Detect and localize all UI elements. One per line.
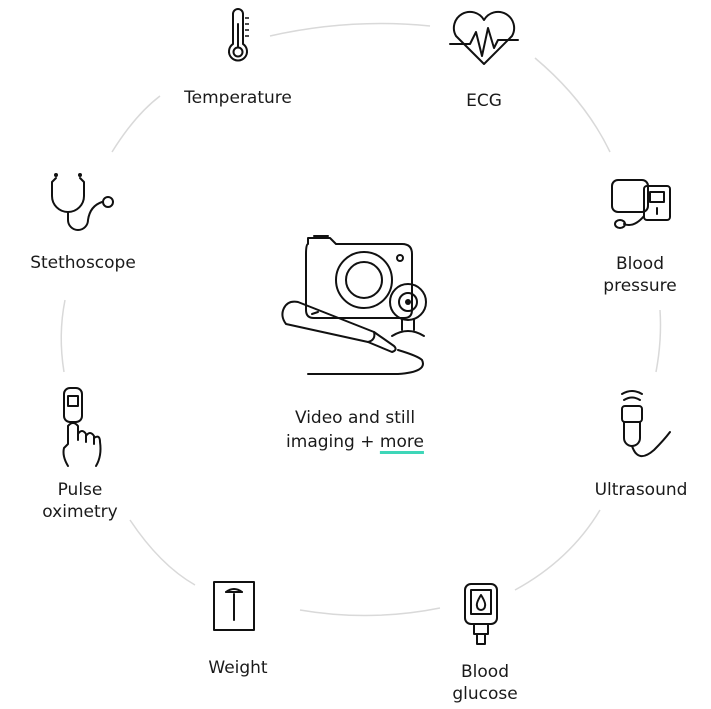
center-caption: Video and still imaging + more xyxy=(240,406,470,454)
item-label-stethoscope: Stethoscope xyxy=(30,253,136,273)
camera-otoscope-icon xyxy=(281,235,427,375)
item-label-ultrasound: Ultrasound xyxy=(594,480,688,500)
item-label-temperature: Temperature xyxy=(184,88,292,108)
center-caption-line1: Video and still xyxy=(294,408,416,428)
center-caption-prefix: imaging + xyxy=(286,432,380,452)
stethoscope-icon xyxy=(51,173,114,231)
center-caption-line2: imaging + more xyxy=(240,430,470,454)
item-label-pulse-oximetry: Pulse oximetry xyxy=(42,480,118,522)
glucose-meter-icon xyxy=(464,583,498,645)
thermometer-icon xyxy=(228,8,249,62)
ultrasound-probe-icon xyxy=(621,390,671,457)
more-link[interactable]: more xyxy=(379,432,424,452)
item-label-blood-pressure: Blood pressure xyxy=(603,254,677,296)
item-label-blood-glucose: Blood glucose xyxy=(452,662,518,704)
heart-ecg-icon xyxy=(449,10,519,65)
pulse-oximeter-icon xyxy=(62,387,102,467)
blood-pressure-monitor-icon xyxy=(611,179,671,229)
item-label-weight: Weight xyxy=(208,658,268,678)
scale-icon xyxy=(213,581,255,631)
item-label-ecg: ECG xyxy=(466,91,502,111)
